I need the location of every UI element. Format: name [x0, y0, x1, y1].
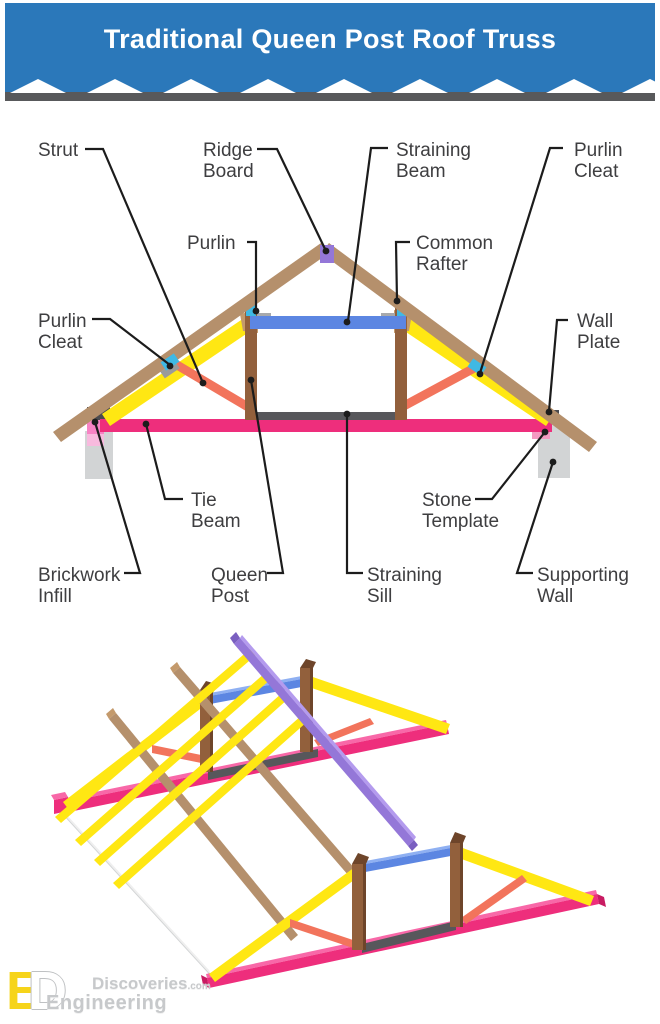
3d-far-queen-post-right-cap	[300, 659, 316, 668]
leader-ridge-board	[257, 147, 327, 252]
isometric-view	[51, 632, 606, 988]
3d-common-rafter-2	[75, 673, 271, 846]
page-title: Traditional Queen Post Roof Truss	[103, 24, 557, 54]
3d-near-principal-rafter-left	[209, 864, 365, 982]
3d-near-straining-beam	[360, 847, 456, 873]
3d-near-queen-post-left-shade	[363, 864, 366, 950]
brand-logo: E D Discoveries.com Engineering	[6, 961, 221, 1024]
3d-common-rafter-3	[94, 693, 288, 866]
leader-tie-beam	[144, 423, 183, 501]
logo-monogram-e: E	[6, 961, 43, 1021]
3d-far-queen-post-right-shade	[310, 668, 313, 752]
tie-beam	[100, 419, 552, 432]
purlin-cleat-left	[160, 353, 180, 371]
purlin-left	[246, 305, 256, 316]
leader-straining-sill	[345, 415, 363, 575]
brand-domain-suffix: .com	[187, 981, 211, 992]
leader-wall-plate	[547, 318, 568, 412]
3d-common-rafter-4	[113, 715, 308, 889]
3d-ridge-board-end-lower	[408, 840, 418, 851]
straining-beam	[250, 316, 406, 329]
3d-wall-plate	[58, 808, 218, 984]
brand-name-top: Discoveries.com	[92, 974, 211, 994]
rafter-left	[53, 243, 329, 442]
leader-purlin-cleat-left	[92, 317, 171, 366]
leader-strut	[85, 147, 205, 384]
3d-ridge-board	[234, 638, 414, 846]
3d-common-rafter-1	[55, 649, 256, 823]
3d-near-queen-post-right-cap	[450, 832, 466, 843]
queen-post-left	[245, 305, 257, 420]
leader-stone-template	[475, 431, 546, 501]
3d-near-queen-post-left-cap	[352, 853, 369, 864]
straining-sill	[252, 412, 400, 420]
3d-far-tie-end-top	[51, 792, 68, 800]
3d-near-queen-post-right-shade	[460, 843, 463, 927]
leader-lines	[85, 146, 568, 575]
3d-far-principal-rafter-right	[303, 675, 450, 734]
label-strut: Strut	[38, 140, 79, 161]
3d-near-straining-beam-top	[360, 844, 456, 865]
leader-supporting-wall	[515, 461, 555, 575]
3d-purlin-1-end	[106, 708, 116, 719]
3d-near-principal-rafter-right	[456, 847, 594, 906]
leader-purlin	[247, 240, 258, 311]
3d-near-tie-end-left	[201, 975, 209, 988]
leader-purlin-cleat-right	[478, 146, 563, 374]
label-purlin: Purlin	[187, 233, 236, 254]
rafter-right	[321, 243, 597, 452]
brand-engineering: Engineering	[46, 992, 168, 1014]
3d-near-strut-left	[290, 919, 356, 949]
cross-section-view	[53, 243, 597, 479]
3d-wall-plate-top	[55, 802, 212, 976]
leader-common-rafter	[394, 240, 410, 302]
strut-left	[170, 358, 250, 411]
3d-ridge-board-top	[240, 635, 416, 840]
3d-near-straining-sill	[362, 921, 456, 953]
3d-near-tie-beam-top	[206, 890, 597, 978]
leader-queen-post	[249, 379, 285, 575]
3d-near-strut-right	[461, 875, 527, 924]
3d-near-queen-post-left	[352, 864, 366, 950]
3d-near-tie-end-right	[597, 894, 606, 907]
strut-right	[400, 362, 480, 411]
header-strip	[5, 92, 655, 101]
3d-purlin-2-end	[170, 662, 180, 673]
3d-ridge-board-end-upper	[230, 632, 240, 644]
logo-monogram-d: D	[28, 961, 67, 1021]
leader-straining-beam	[346, 146, 388, 322]
brand-discoveries: Discoveries	[92, 974, 188, 993]
3d-near-queen-post-right	[450, 843, 463, 927]
queen-post-right	[395, 305, 407, 420]
purlin-cleat-left-shadow	[160, 361, 180, 379]
header-banner	[5, 3, 655, 92]
leader-brickwork-infill	[93, 421, 142, 575]
header-zigzag-triangles	[10, 79, 655, 93]
